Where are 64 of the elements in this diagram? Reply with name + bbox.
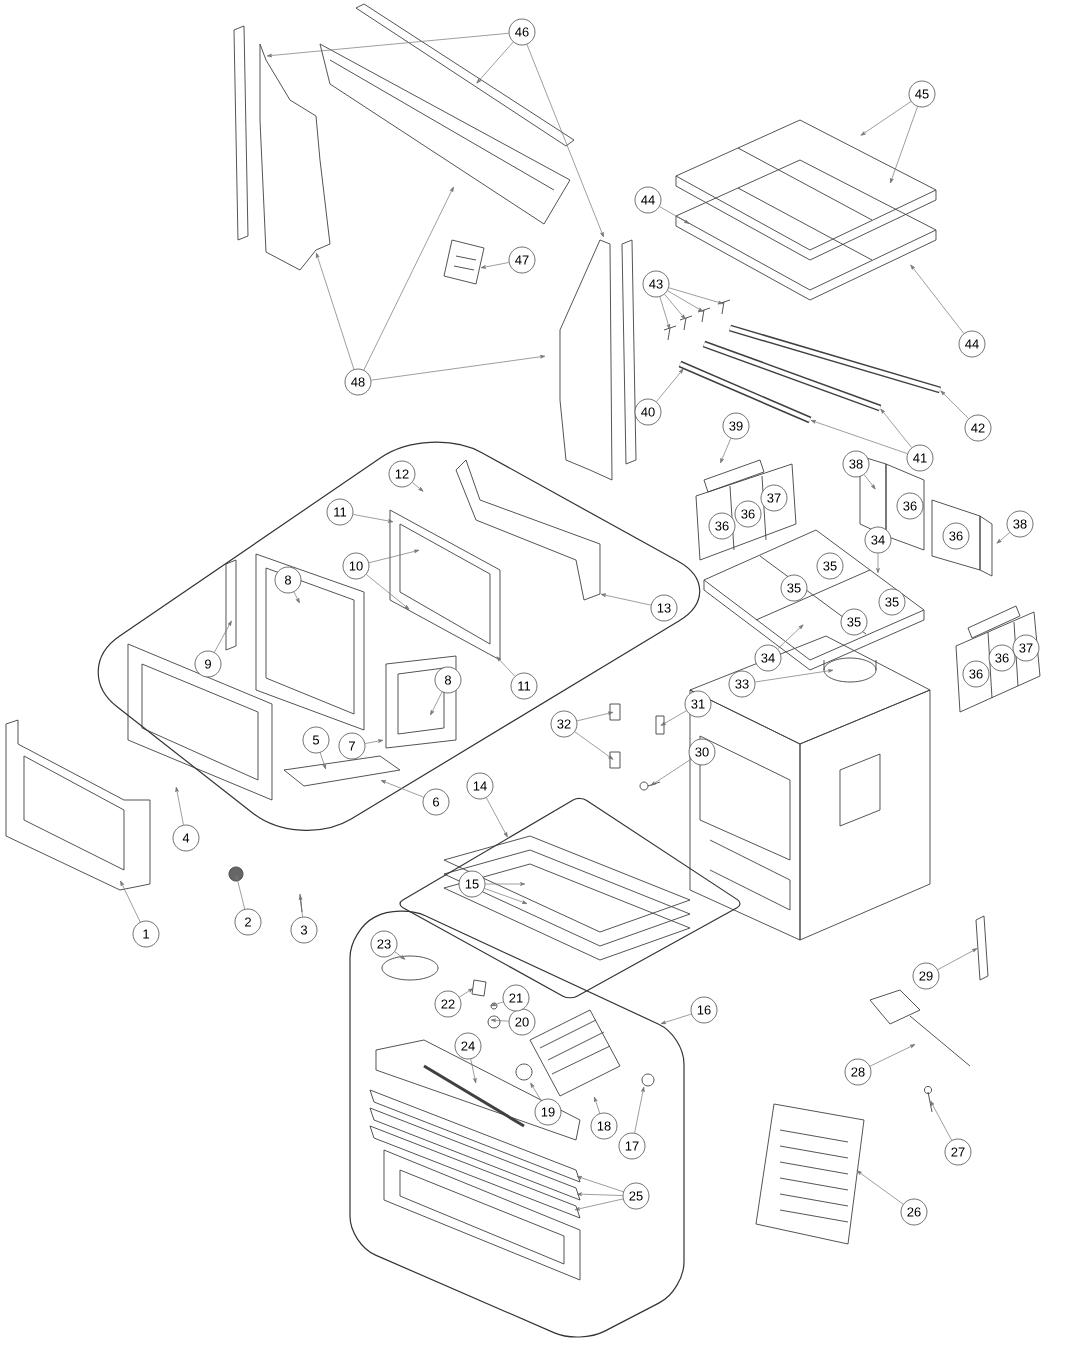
leader-line	[600, 593, 652, 606]
leader-line	[664, 293, 686, 320]
leader-line	[526, 44, 604, 238]
leader-line	[490, 1018, 509, 1023]
leader-line	[576, 1176, 624, 1193]
leader-line	[352, 514, 394, 523]
leader-line	[777, 624, 804, 650]
leader-line	[485, 882, 526, 886]
leader-line	[659, 206, 690, 224]
leader-line	[412, 482, 424, 492]
leader-line	[363, 186, 454, 371]
leader-line	[660, 710, 687, 726]
leader-line	[368, 549, 420, 564]
leader-line	[860, 101, 912, 136]
leader-line	[650, 759, 692, 786]
leader-line	[298, 894, 303, 918]
leader-line	[480, 262, 510, 269]
leader-line	[656, 368, 684, 402]
leader-line	[316, 252, 355, 370]
leader-line	[890, 106, 918, 184]
leader-line	[668, 287, 724, 305]
leader-line	[720, 438, 732, 464]
leader-line	[576, 1192, 623, 1196]
leader-line	[530, 1082, 542, 1101]
leader-line	[175, 786, 184, 826]
leader-line	[937, 948, 978, 970]
leader-line	[366, 574, 410, 610]
leader-line	[496, 656, 516, 677]
leader-line	[370, 355, 546, 381]
leader-line	[380, 780, 424, 798]
leader-line	[576, 711, 614, 722]
leader-line	[930, 1100, 952, 1141]
leader-line	[940, 390, 969, 419]
leader-line	[293, 591, 300, 604]
leader-line	[634, 1086, 645, 1134]
leader-line	[863, 474, 876, 490]
leader-line	[659, 296, 671, 330]
leader-line	[490, 1001, 504, 1007]
leader-line	[810, 420, 908, 454]
leader-line	[876, 553, 880, 574]
leader-line	[430, 691, 443, 716]
leader-line	[856, 1170, 904, 1205]
leader-line	[594, 1096, 601, 1114]
leader-line	[235, 874, 246, 910]
leader-line	[266, 32, 509, 58]
leader-line	[319, 752, 326, 770]
leader-line	[869, 1044, 916, 1067]
leader-line	[476, 41, 514, 84]
leader-line	[484, 888, 528, 904]
leader-line	[910, 264, 965, 334]
leader-line	[394, 951, 406, 960]
leader-line	[667, 290, 704, 312]
leader-line	[214, 620, 232, 653]
leader-line	[996, 532, 1011, 544]
leader-line	[486, 797, 508, 838]
leader-line	[660, 1013, 692, 1024]
leader-line	[459, 988, 474, 998]
leader-line	[120, 880, 141, 923]
leader-line	[880, 408, 912, 448]
leader-line	[574, 731, 614, 760]
leader-line	[470, 1058, 477, 1084]
leader-line	[574, 1198, 624, 1211]
leader-line	[754, 669, 834, 683]
leader-line	[364, 739, 384, 744]
